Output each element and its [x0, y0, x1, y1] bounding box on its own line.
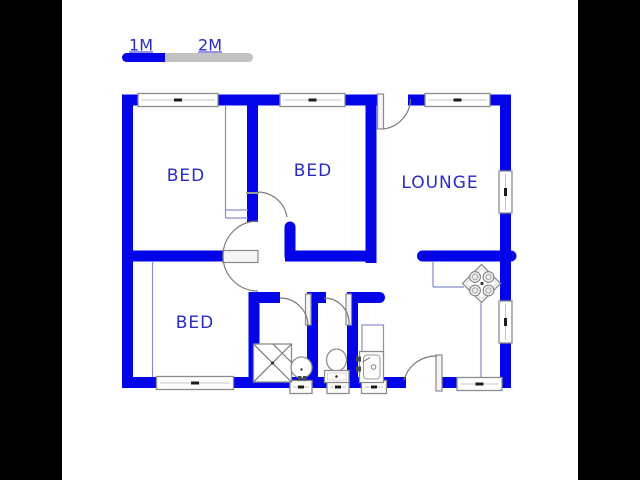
window-bath-1 — [289, 379, 313, 395]
bed2-door-swing — [256, 191, 288, 218]
front-door — [376, 93, 412, 130]
window-bed2-top — [279, 92, 346, 108]
toilet-room-door — [323, 293, 353, 326]
shower-icon — [252, 343, 293, 383]
basin-icon — [290, 356, 313, 381]
room-label-bed-1: BED — [166, 166, 206, 186]
letterbox-left — [0, 0, 62, 480]
room-label-bed-3: BED — [175, 313, 215, 333]
shower-room-door — [279, 293, 312, 326]
window-lounge-top — [424, 92, 491, 108]
wardrobe-and-counter-lines — [151, 105, 482, 377]
stove-icon — [461, 263, 502, 304]
window-bed3-bottom — [155, 375, 235, 391]
window-bed1-top — [137, 92, 219, 108]
room-label-lounge: LOUNGE — [401, 173, 479, 193]
laundry-sink-icon — [356, 350, 385, 384]
window-lounge-right — [498, 170, 513, 214]
back-door — [403, 354, 443, 392]
window-kitchen-right — [498, 300, 513, 344]
letterbox-right — [578, 0, 640, 480]
hall-door — [222, 220, 259, 292]
window-kitchen-bottom — [456, 376, 503, 392]
scale-label-1m: 1M — [129, 35, 153, 55]
room-label-bed-2: BED — [293, 161, 333, 181]
toilet-icon — [323, 348, 350, 384]
scale-label-2m: 2M — [198, 35, 222, 55]
scale-bar — [122, 53, 253, 62]
interior-walls — [122, 94, 517, 383]
window-bath-2 — [326, 379, 350, 395]
